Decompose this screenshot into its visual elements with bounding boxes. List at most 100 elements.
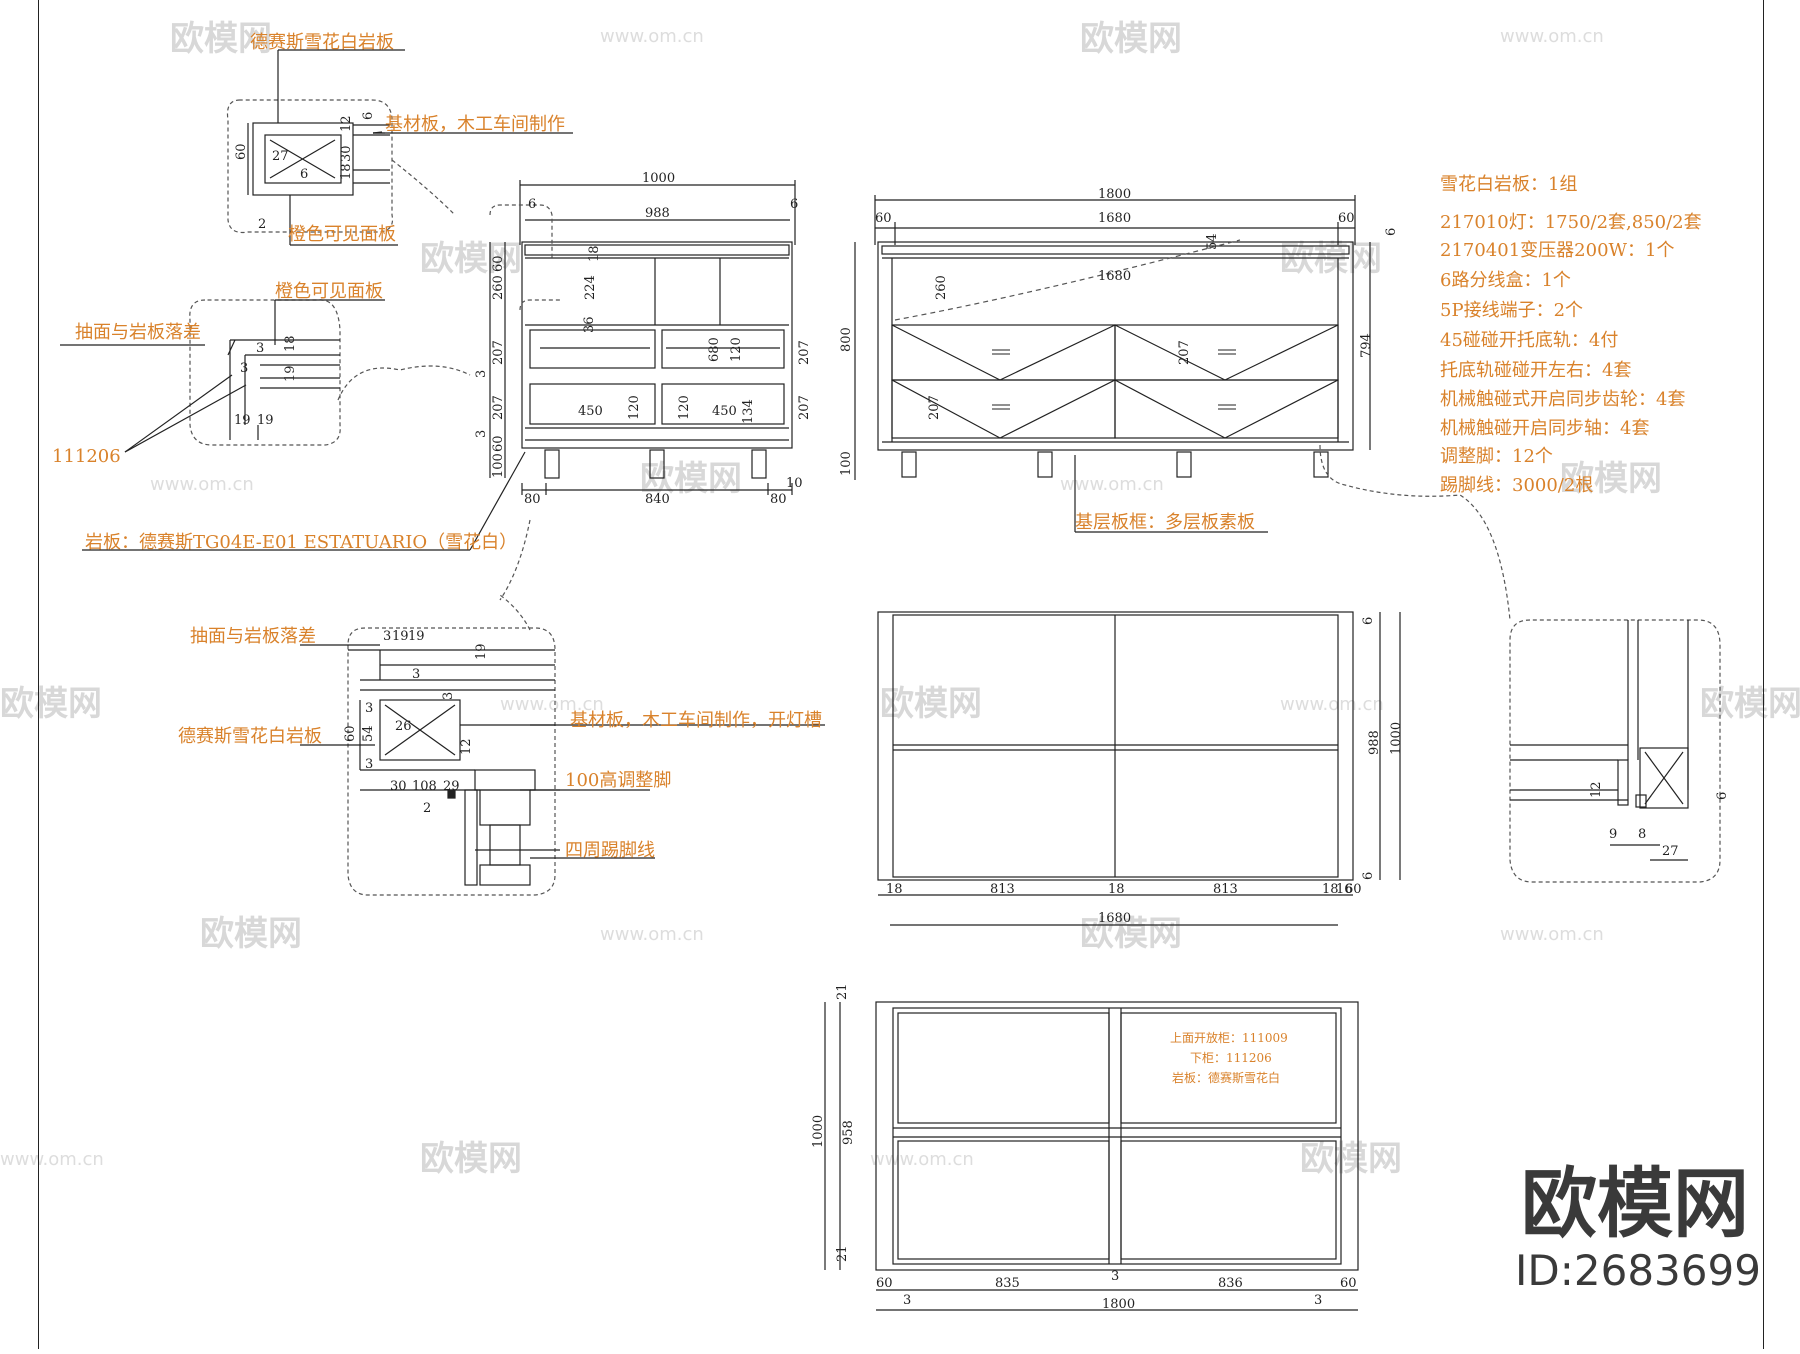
dim: 134	[741, 399, 756, 424]
dim: 207	[491, 340, 506, 365]
spec-item: 调整脚：12个	[1440, 446, 1553, 467]
detail-c-gap-label: 抽面与岩板落差	[190, 626, 316, 647]
dim: 207	[1177, 340, 1192, 365]
watermark-brand: 欧模网	[420, 239, 522, 279]
dim: 836	[1218, 1276, 1243, 1291]
dim: 29	[443, 779, 460, 794]
dim: 60	[1345, 882, 1362, 897]
dim: 26	[395, 719, 412, 734]
dim: 19	[392, 629, 409, 644]
dim: 3	[474, 430, 489, 438]
watermark-url: www.om.cn	[870, 1149, 974, 1170]
dim: 27	[272, 149, 289, 164]
dim: 54	[1205, 233, 1220, 250]
watermark-layer: 欧模网 欧模网 欧模网 欧模网 欧模网 欧模网 欧模网 欧模网 欧模网 欧模网 …	[0, 19, 1800, 1179]
dim: 18	[587, 245, 602, 262]
spec-item: 踢脚线：3000/2根	[1440, 475, 1593, 496]
watermark-brand: 欧模网	[640, 459, 742, 499]
dim: 3	[441, 692, 456, 700]
dim: 30	[339, 145, 354, 162]
dim: 120	[729, 337, 744, 362]
dim: 1000	[811, 1115, 826, 1148]
detail-d-section	[1509, 619, 1721, 883]
top-plan-note-line: 岩板：德赛斯雪花白	[1172, 1070, 1280, 1085]
dim: 3	[365, 701, 373, 716]
spec-item: 2170401变压器200W：1个	[1440, 240, 1674, 261]
dim: 12	[1589, 781, 1604, 798]
dim: 6	[790, 197, 798, 212]
dim: 18	[886, 882, 903, 897]
dim: 10	[786, 476, 803, 491]
dim: 120	[677, 395, 692, 420]
watermark-url: www.om.cn	[150, 474, 254, 495]
dim: 840	[645, 492, 670, 507]
front-view-stone-spec-label: 岩板：德赛斯TG04E-E01 ESTATUARIO（雪花白）	[85, 532, 517, 553]
dim: 18	[1322, 882, 1339, 897]
detail-c-stone-label: 德赛斯雪花白岩板	[178, 726, 322, 747]
dim: 958	[841, 1120, 856, 1145]
dim: 6	[528, 197, 536, 212]
dim: 6	[361, 112, 376, 120]
watermark-brand: 欧模网	[1080, 914, 1182, 954]
dim: 680	[707, 337, 722, 362]
dim: 60	[491, 435, 506, 452]
dim: 2	[258, 217, 266, 232]
watermark-url: www.om.cn	[600, 26, 704, 47]
detail-c-section	[300, 594, 825, 896]
watermark-brand: 欧模网	[1300, 1139, 1402, 1179]
dim: 21	[835, 983, 850, 1000]
dim: 1000	[1389, 722, 1404, 755]
watermark-brand: 欧模网	[170, 19, 272, 59]
watermark-url: www.om.cn	[1060, 474, 1164, 495]
front-view-elevation	[82, 180, 796, 601]
dim: 1680	[1098, 911, 1131, 926]
detail-c-foot-label: 100高调整脚	[565, 770, 671, 791]
dim: 260	[934, 275, 949, 300]
dim: 18	[339, 163, 354, 180]
dim: 1000	[642, 171, 675, 186]
dim: 12	[459, 738, 474, 755]
dim: 100	[491, 453, 506, 478]
spec-item: 6路分线盒：1个	[1440, 270, 1571, 291]
dim: 207	[797, 340, 812, 365]
dim: 3	[1111, 1269, 1119, 1284]
top-plan-texts: 上面开放柜：111009 下柜：111206 岩板：德赛斯雪花白 21 958 …	[811, 983, 1357, 1312]
detail-a-base-label: 基材板，木工车间制作	[385, 114, 565, 135]
dim: 54	[361, 725, 376, 742]
side-view-arrows	[992, 349, 1236, 410]
watermark-url: www.om.cn	[1500, 26, 1604, 47]
dim: 60	[1340, 1276, 1357, 1291]
watermark-brand: 欧模网	[200, 914, 302, 954]
dim: 9	[1609, 827, 1617, 842]
dim: 224	[583, 275, 598, 300]
dim: 800	[839, 327, 854, 352]
dim: 36	[582, 316, 597, 333]
watermark-url: www.om.cn	[600, 924, 704, 945]
watermark-brand: 欧模网	[420, 1139, 522, 1179]
dim: 100	[839, 451, 854, 476]
dim: 450	[712, 404, 737, 419]
dim: 260	[491, 275, 506, 300]
dim: 207	[927, 395, 942, 420]
detail-c-base-label: 基材板，木工车间制作，开灯槽	[570, 710, 822, 731]
dim: 60	[491, 255, 506, 272]
dim: 12	[339, 115, 354, 132]
dim: 3	[903, 1293, 911, 1308]
dim: 988	[645, 206, 670, 221]
detail-c-texts: 抽面与岩板落差 德赛斯雪花白岩板 基材板，木工车间制作，开灯槽 100高调整脚 …	[178, 626, 822, 861]
watermark-brand: 欧模网	[880, 684, 982, 724]
dim: 60	[343, 725, 358, 742]
detail-b-code-label: 111206	[52, 446, 121, 467]
dim: 6	[300, 167, 308, 182]
watermark-brand: 欧模网	[1280, 239, 1382, 279]
detail-d-texts: 12 9 8 27 6	[1589, 781, 1730, 859]
dim: 6	[1361, 872, 1376, 880]
dim: 6	[1715, 792, 1730, 800]
dim: 19	[283, 365, 298, 382]
dim: 21	[835, 1245, 850, 1262]
dim: 1800	[1102, 1297, 1135, 1312]
dim: 60	[234, 143, 249, 160]
side-view-elevation	[854, 195, 1511, 621]
detail-b-gap-label: 抽面与岩板落差	[75, 322, 201, 343]
top-plan-note-line: 下柜：111206	[1190, 1051, 1272, 1065]
